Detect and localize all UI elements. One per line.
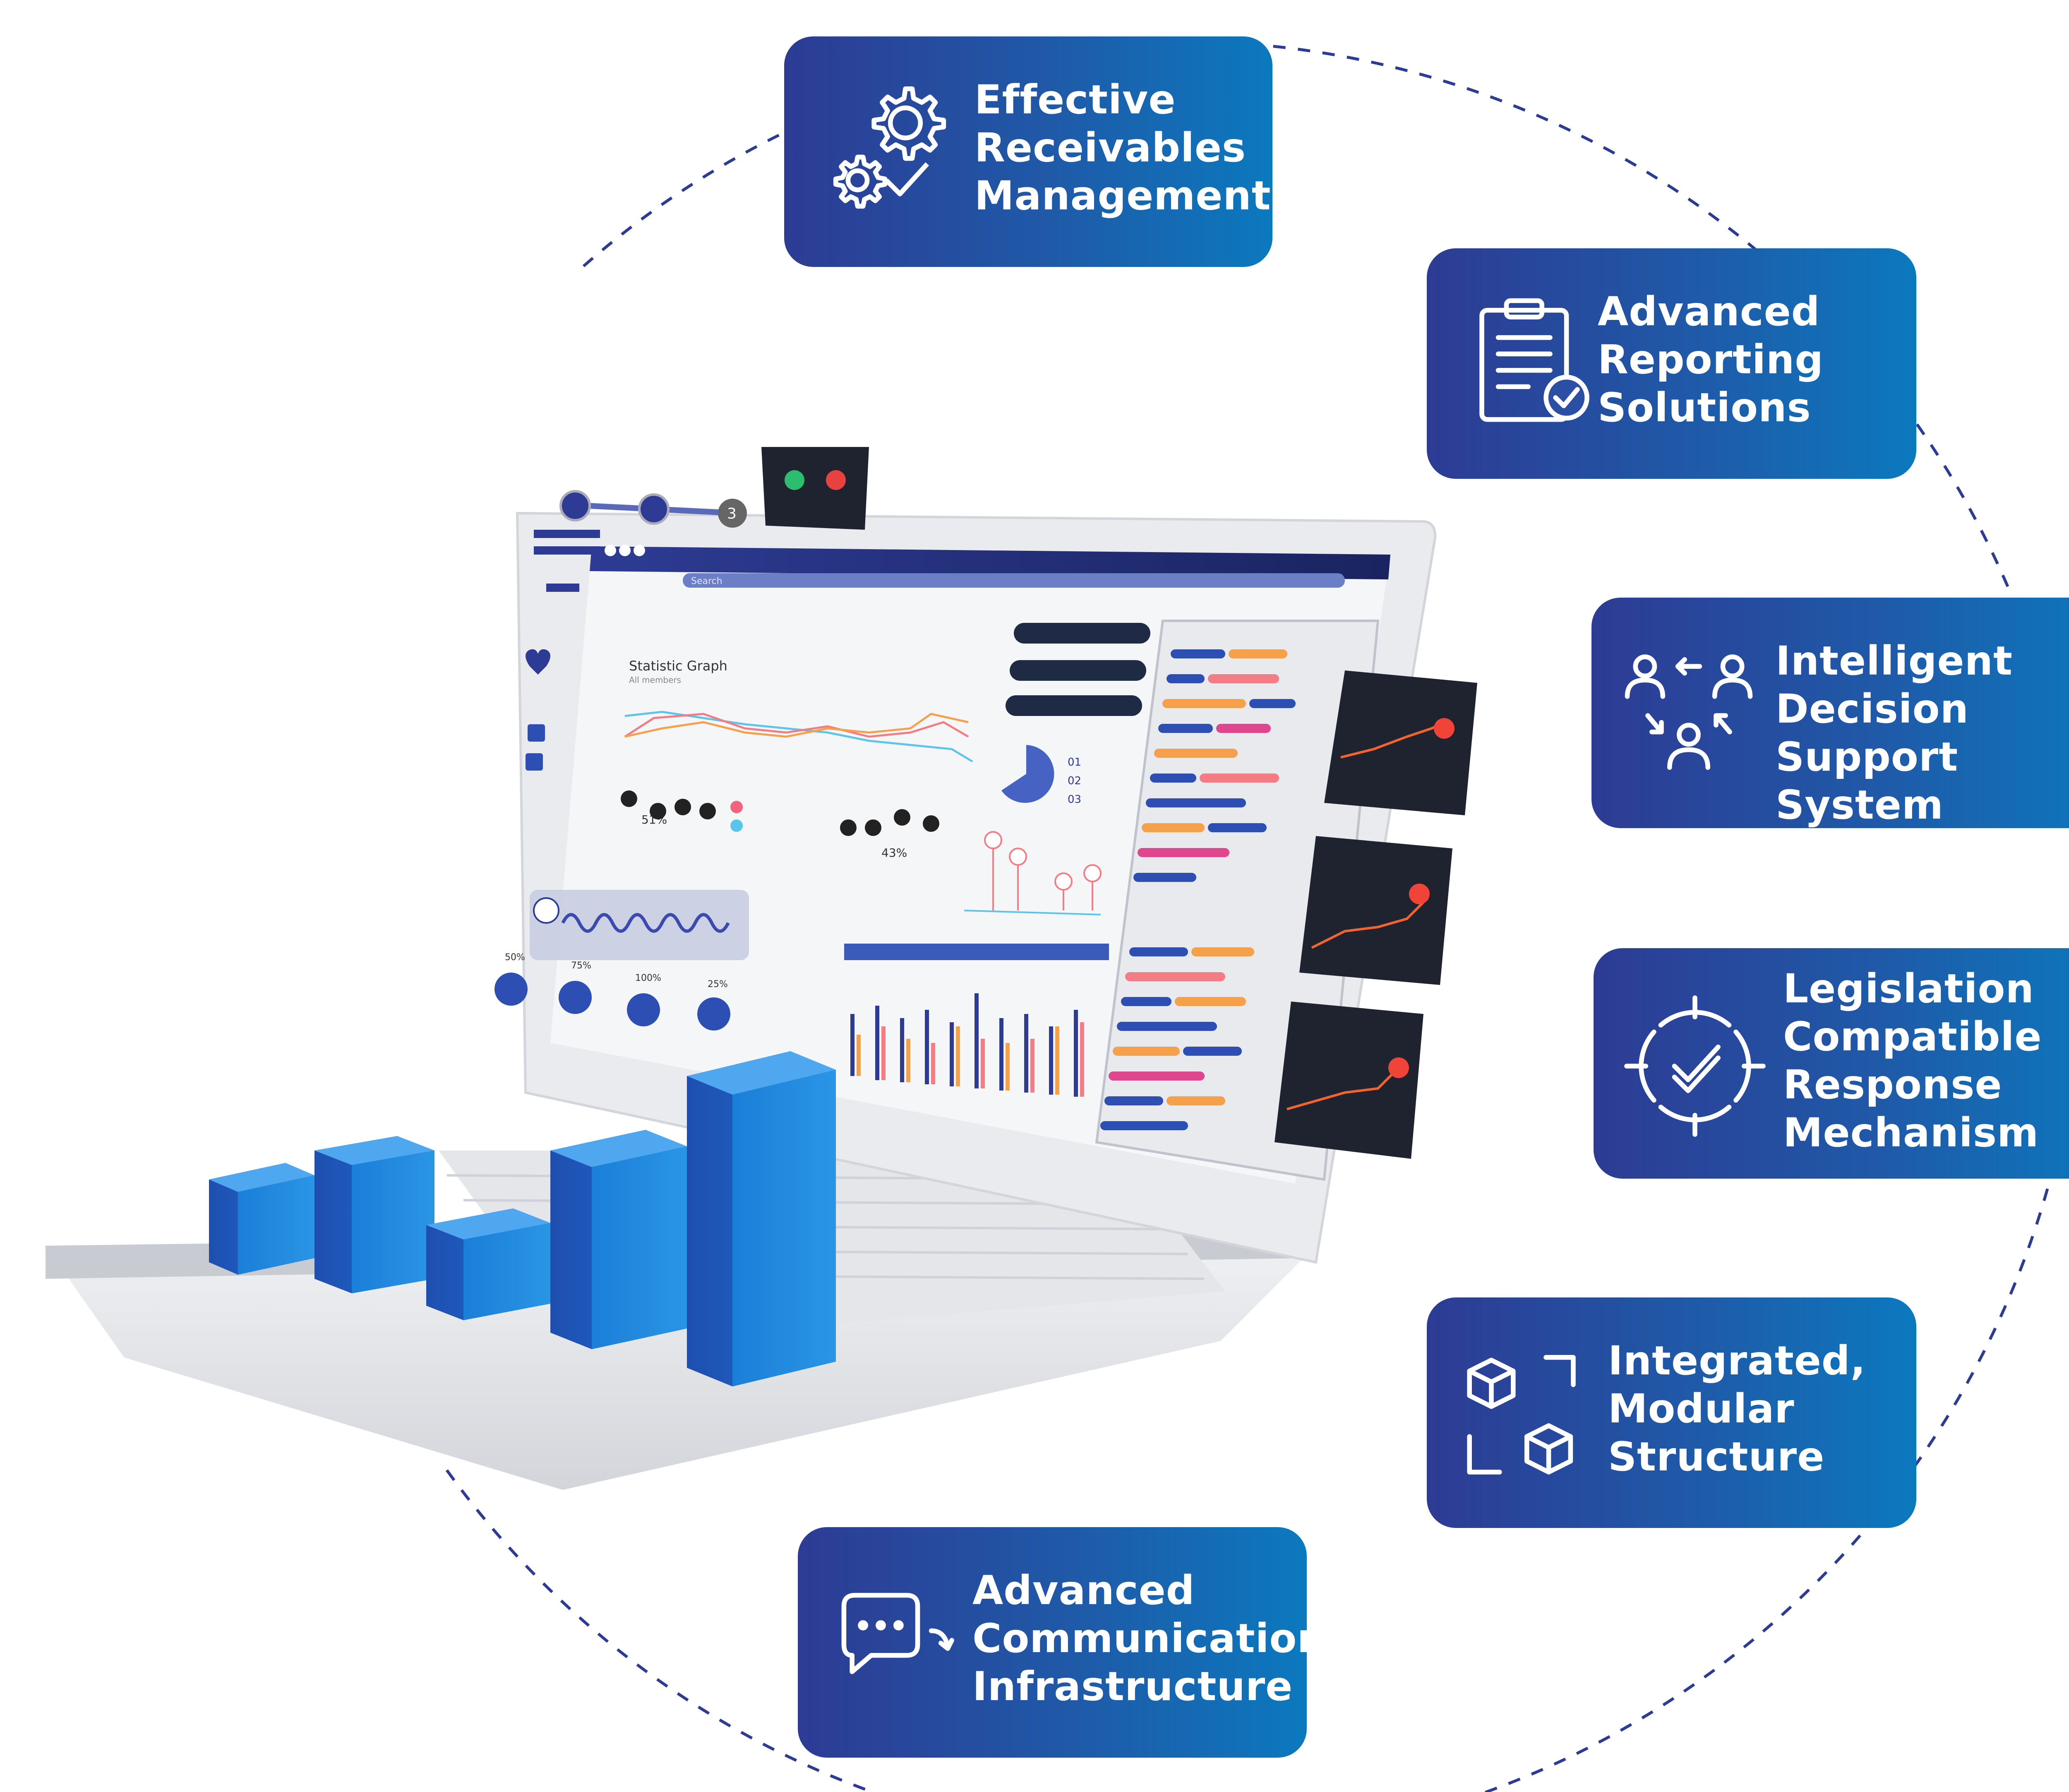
feature-card-reporting: Advanced Reporting Solutions [1427, 248, 1916, 479]
pie-percent-1: 50% [505, 952, 525, 963]
feature-title-reporting: Advanced Reporting Solutions [1598, 288, 1824, 431]
feature-title-communication: Advanced Communication Infrastructure [972, 1567, 1326, 1710]
pie-percent-2: 75% [571, 961, 591, 971]
chat-bubble-icon [833, 1579, 970, 1715]
list-item-2: 02 [1068, 775, 1081, 787]
target-check-icon [1624, 995, 1766, 1137]
statistic-graph-title: Statistic Graph [629, 658, 727, 674]
step-number: 3 [727, 505, 737, 522]
feature-card-receivables: Effective Receivables Management [784, 36, 1272, 267]
statistic-graph-subtitle: All members [629, 675, 681, 685]
dark-chart-cards [1275, 670, 1477, 1159]
feature-card-modular: Integrated, Modular Structure [1427, 1297, 1916, 1528]
feature-title-decision: Intelligent Decision Support System [1776, 638, 2013, 828]
search-field-placeholder: Search [691, 576, 722, 586]
feature-title-legislation: Legislation Compatible Response Mechanis… [1783, 966, 2042, 1156]
feature-title-modular: Integrated, Modular Structure [1608, 1338, 1866, 1480]
modular-cubes-icon [1464, 1349, 1601, 1486]
feature-card-communication: Advanced Communication Infrastructure [798, 1527, 1325, 1758]
stat-right-value: 43% [881, 846, 907, 860]
pie-percent-4: 25% [708, 979, 728, 990]
3d-bar-chart [209, 1051, 836, 1386]
gears-check-icon [823, 82, 960, 219]
list-item-1: 01 [1068, 756, 1081, 769]
list-item-3: 03 [1068, 793, 1081, 806]
people-exchange-icon [1620, 647, 1757, 784]
feature-title-receivables: Effective Receivables Management [974, 77, 1271, 219]
clipboard-check-icon [1468, 294, 1605, 430]
feature-card-decision: Intelligent Decision Support System [1591, 598, 2069, 828]
feature-card-legislation: Legislation Compatible Response Mechanis… [1594, 948, 2069, 1179]
pie-percent-3: 100% [635, 973, 661, 983]
